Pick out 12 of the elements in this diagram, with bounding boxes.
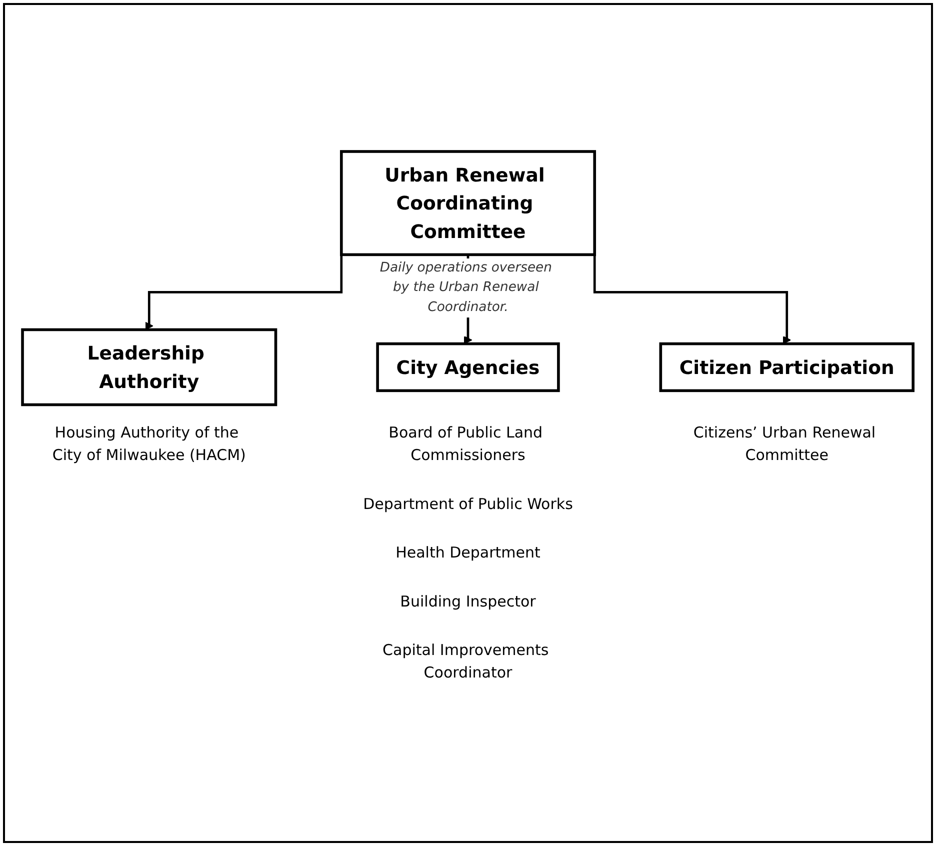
node-label: Capital Improvements Coordinator [382, 642, 549, 682]
node-label: Board of Public Land Commissioners [388, 424, 543, 464]
node-box: Citizen Participation [659, 342, 914, 393]
node-label: Health Department [396, 544, 540, 562]
node-label: Department of Public Works [363, 495, 573, 514]
node-box: Leadership Authority [21, 328, 278, 407]
node-box: Urban Renewal Coordinating Committee [340, 150, 596, 257]
edge-label: Daily operations overseen by the Urban Renewal Coordinator. [380, 260, 552, 316]
node-label: Housing Authority of the City of Milwaukee (HACM) [52, 424, 246, 464]
node-label: Building Inspector [400, 592, 536, 611]
node-box: City Agencies [376, 342, 560, 393]
node-label: Citizens’ Urban Renewal Committee [693, 424, 876, 464]
